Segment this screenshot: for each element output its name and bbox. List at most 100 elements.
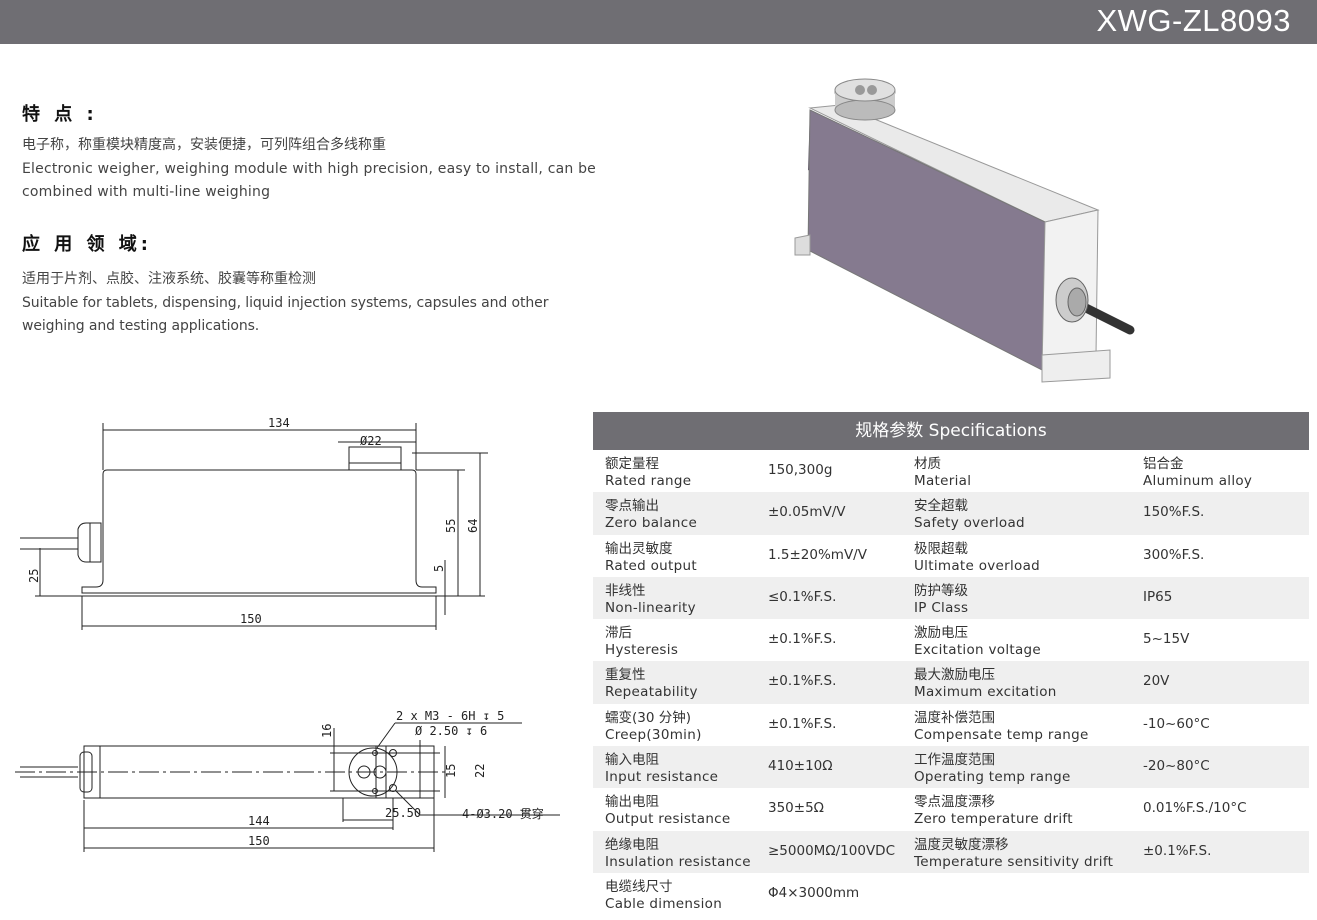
dim-55: 55	[444, 519, 458, 533]
spec-label-en: Creep(30min)	[605, 726, 702, 743]
spec-value: Φ4×3000mm	[768, 884, 860, 901]
spec-value: ≥5000MΩ/100VDC	[768, 842, 896, 859]
spec-label-cn: 极限超载	[914, 540, 968, 557]
dim-64: 64	[466, 519, 480, 533]
spec-label-cn: 材质	[914, 456, 941, 472]
spec-label-en: Zero temperature drift	[914, 811, 1073, 828]
spec-value: 1.5±20%mV/V	[768, 546, 867, 563]
dim-diameter-22: Ø22	[360, 434, 382, 448]
spec-label-cn: 输出电阻	[605, 794, 659, 811]
spec-label-en: Insulation resistance	[605, 853, 751, 870]
spec-label-en: Ultimate overload	[914, 557, 1041, 574]
dim-150: 150	[240, 612, 262, 626]
spec-value: -20~80°C	[1143, 758, 1210, 775]
spec-value: ±0.05mV/V	[768, 504, 846, 521]
spec-label-en: Safety overload	[914, 515, 1025, 532]
spec-value: 410±10Ω	[768, 758, 833, 775]
spec-value: 20V	[1143, 673, 1170, 690]
spec-label-cn: 电缆线尺寸	[605, 878, 673, 895]
spec-label-cn: 零点温度漂移	[914, 794, 995, 811]
spec-value: ≤0.1%F.S.	[768, 588, 837, 605]
spec-value: ±0.1%F.S.	[1143, 842, 1212, 859]
dim-5: 5	[432, 565, 446, 572]
product-title: XWG-ZL8093	[1096, 3, 1291, 38]
holes-note: 4-Ø3.20 贯穿	[462, 806, 544, 821]
spec-label-cn: 激励电压	[914, 625, 968, 642]
spec-label-cn: 温度灵敏度漂移	[914, 836, 1009, 853]
dim-22: 22	[473, 764, 487, 778]
spec-label-cn: 输入电阻	[605, 752, 659, 769]
spec-value: -10~60°C	[1143, 715, 1210, 732]
spec-value: Aluminum alloy	[1143, 473, 1253, 489]
spec-value: ±0.1%F.S.	[768, 673, 837, 690]
spec-label-cn: 工作温度范围	[914, 752, 995, 769]
spec-label-cn: 蠕变(30 分钟)	[605, 709, 692, 726]
spec-label-cn: 重复性	[605, 667, 646, 684]
dim-144: 144	[248, 814, 270, 828]
spec-value-cn: 铝合金	[1143, 456, 1184, 472]
spec-value: IP65	[1143, 588, 1173, 605]
specifications-title: 规格参数 Specifications	[593, 412, 1309, 450]
dim-25: 25	[27, 569, 41, 583]
spec-label-en: Rated output	[605, 557, 697, 574]
spec-label-cn: 安全超载	[914, 498, 968, 515]
spec-value: 300%F.S.	[1143, 546, 1205, 563]
spec-label-en: Material	[914, 473, 972, 489]
dim-25-50: 25.50	[385, 806, 421, 820]
spec-value: 150,300g	[768, 462, 833, 478]
spec-label-en: Hysteresis	[605, 642, 679, 659]
product-image	[794, 78, 1135, 383]
spec-label-cn: 输出灵敏度	[605, 540, 673, 557]
dim-15: 15	[444, 764, 458, 778]
spec-label-en: Cable dimension	[605, 895, 723, 912]
spec-label-cn: 温度补偿范围	[914, 709, 995, 726]
spec-value: 0.01%F.S./10°C	[1143, 800, 1247, 817]
spec-label-cn: 非线性	[605, 582, 646, 599]
spec-label-en: Rated range	[605, 473, 692, 489]
dim-150: 150	[248, 834, 270, 848]
spec-label-en: Non-linearity	[605, 599, 696, 616]
pin-note: Ø 2.50 ↧ 6	[415, 724, 487, 738]
spec-value: ±0.1%F.S.	[768, 715, 837, 732]
features-cn: 电子称，称重模块精度高，安装便捷，可列阵组合多线称重	[22, 137, 386, 153]
thread-note: 2 x M3 - 6H ↧ 5	[396, 709, 504, 723]
spec-value: ±0.1%F.S.	[768, 631, 837, 648]
spec-label-en: Compensate temp range	[914, 726, 1089, 743]
top-view-drawing: 2 x M3 - 6H ↧ 5 Ø 2.50 ↧ 6 16 15 22 25.5…	[15, 709, 560, 852]
applications-heading: 应 用 领 域:	[22, 234, 152, 255]
spec-label-cn: 防护等级	[914, 582, 968, 599]
spec-label-cn: 额定量程	[605, 456, 659, 472]
spec-label-en: Operating temp range	[914, 769, 1071, 786]
dim-134: 134	[268, 416, 290, 430]
applications-en: Suitable for tablets, dispensing, liquid…	[22, 295, 549, 334]
spec-label-en: Output resistance	[605, 811, 731, 828]
spec-label-en: Maximum excitation	[914, 684, 1057, 701]
applications-cn: 适用于片剂、点胶、注液系统、胶囊等称重检测	[22, 271, 316, 287]
features-heading: 特 点 :	[22, 104, 98, 125]
spec-label-en: Input resistance	[605, 769, 719, 786]
spec-label-cn: 绝缘电阻	[605, 836, 659, 853]
spec-label-cn: 零点输出	[605, 498, 659, 515]
header-bar: XWG-ZL8093	[0, 0, 1317, 44]
spec-label-en: Excitation voltage	[914, 642, 1042, 659]
spec-value: 350±5Ω	[768, 800, 824, 817]
spec-label-en: IP Class	[914, 599, 969, 616]
spec-label-en: Zero balance	[605, 515, 698, 532]
dim-16: 16	[320, 724, 334, 738]
spec-label-en: Temperature sensitivity drift	[914, 853, 1114, 870]
spec-value: 5~15V	[1143, 631, 1190, 648]
spec-label-en: Repeatability	[605, 684, 698, 701]
spec-label-cn: 最大激励电压	[914, 667, 995, 684]
features-en: Electronic weigher, weighing module with…	[22, 161, 596, 200]
